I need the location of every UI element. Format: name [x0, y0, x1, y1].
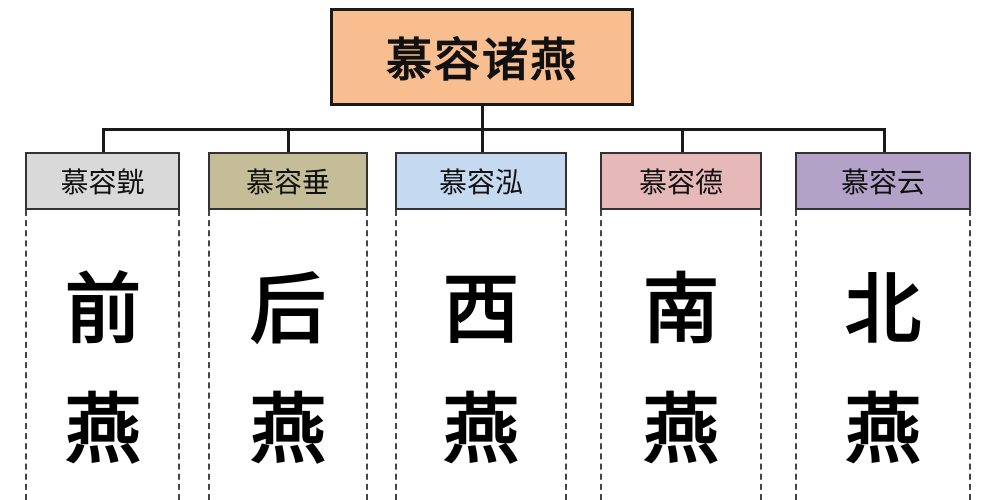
- child-node-murong-de: 慕容德: [600, 152, 762, 210]
- child-node-murong-chui: 慕容垂: [208, 152, 368, 210]
- column-frame-5: [795, 210, 971, 500]
- column-4-char-1: 南: [643, 265, 719, 354]
- child-node-murong-hong: 慕容泓: [395, 152, 567, 210]
- root-node: 慕容诸燕: [330, 8, 634, 106]
- column-frame-2: [208, 210, 368, 500]
- column-frame-1: [25, 210, 180, 500]
- column-frame-3: [395, 210, 567, 500]
- drop-line-1: [102, 128, 105, 152]
- column-3-char-1: 西: [443, 265, 519, 354]
- drop-line-3: [481, 128, 484, 152]
- column-2-char-2: 燕: [250, 385, 326, 474]
- org-chart: 慕容诸燕 慕容皝 前 燕 慕容垂 后 燕 慕容泓 西 燕 慕容德 南 燕 慕容云…: [25, 8, 971, 500]
- column-5-char-2: 燕: [845, 385, 921, 474]
- child-node-murong-huang: 慕容皝: [25, 152, 180, 210]
- column-1-char-1: 前: [65, 265, 141, 354]
- drop-line-2: [287, 128, 290, 152]
- root-stem: [481, 106, 484, 130]
- column-5-char-1: 北: [845, 265, 921, 354]
- horizontal-bus: [102, 128, 886, 131]
- column-3-char-2: 燕: [443, 385, 519, 474]
- column-4-char-2: 燕: [643, 385, 719, 474]
- child-node-murong-yun: 慕容云: [795, 152, 971, 210]
- drop-line-4: [681, 128, 684, 152]
- column-frame-4: [600, 210, 762, 500]
- column-1-char-2: 燕: [65, 385, 141, 474]
- drop-line-5: [883, 128, 886, 152]
- column-2-char-1: 后: [250, 265, 326, 354]
